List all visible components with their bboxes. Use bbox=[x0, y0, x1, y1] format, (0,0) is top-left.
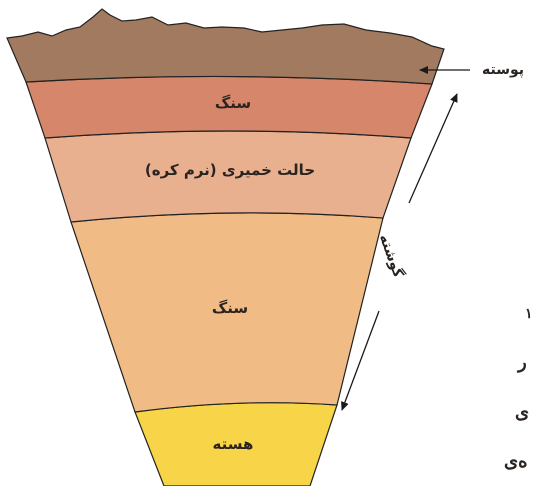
rock-upper-label: سنگ bbox=[215, 94, 251, 112]
rock-lower-label: سنگ bbox=[212, 299, 248, 317]
edge-text-3: ی bbox=[515, 402, 529, 423]
edge-text-2: ر bbox=[518, 352, 527, 373]
crust-label: پوسته bbox=[482, 62, 524, 78]
edge-text-4: ه‌ی bbox=[504, 451, 528, 472]
core-label: هسته bbox=[213, 435, 254, 453]
plastic-layer-label: حالت خمیری (نرم کره) bbox=[145, 161, 315, 179]
crust-layer bbox=[7, 9, 444, 84]
edge-text-1: ۱ bbox=[525, 306, 533, 322]
